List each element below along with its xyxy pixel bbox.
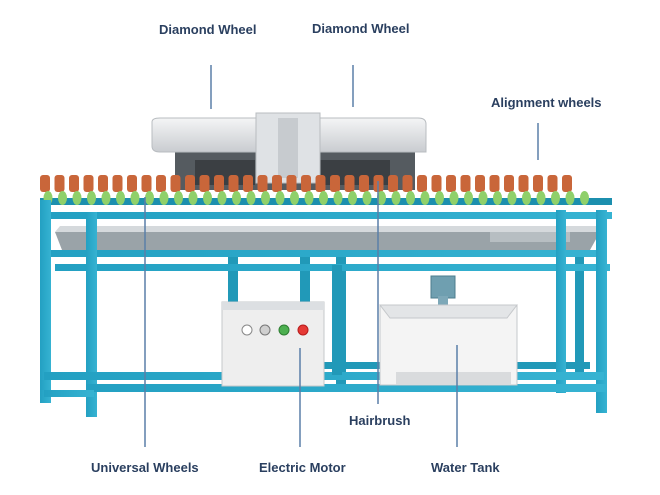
orange-roller	[344, 175, 355, 192]
green-roller	[565, 191, 575, 205]
label-water-tank: Water Tank	[431, 460, 500, 475]
orange-roller	[315, 175, 326, 192]
orange-roller	[489, 175, 500, 192]
green-roller	[130, 191, 140, 205]
green-roller	[290, 191, 299, 205]
green-roller	[522, 191, 531, 205]
orange-roller	[330, 175, 340, 192]
label-diamond-wheel-right: Diamond Wheel	[312, 21, 410, 36]
green-roller	[58, 191, 67, 205]
orange-roller	[272, 175, 282, 192]
orange-roller	[127, 175, 137, 192]
green-roller	[391, 191, 401, 205]
green-roller	[261, 191, 270, 205]
orange-roller	[504, 175, 514, 192]
green-roller	[116, 191, 125, 205]
label-hairbrush: Hairbrush	[349, 413, 411, 428]
orange-roller	[40, 175, 50, 192]
green-roller	[232, 191, 241, 205]
green-roller	[551, 191, 560, 205]
orange-roller	[214, 175, 224, 192]
label-alignment-wheels: Alignment wheels	[491, 95, 602, 110]
label-diamond-wheel-left: Diamond Wheel	[159, 22, 257, 37]
leader-lines	[144, 65, 539, 447]
green-roller	[87, 191, 96, 205]
orange-roller	[83, 175, 94, 192]
orange-roller	[286, 175, 297, 192]
label-universal-wheels: Universal Wheels	[91, 460, 199, 475]
orange-roller	[170, 175, 181, 192]
orange-roller	[141, 175, 152, 192]
orange-roller	[460, 175, 471, 192]
orange-roller-row	[40, 175, 572, 192]
green-roller	[275, 191, 285, 205]
orange-roller	[112, 175, 123, 192]
green-roller	[203, 191, 212, 205]
orange-roller	[388, 175, 398, 192]
orange-roller	[257, 175, 268, 192]
orange-roller	[156, 175, 166, 192]
orange-roller	[301, 175, 311, 192]
orange-roller	[417, 175, 427, 192]
green-roller	[435, 191, 444, 205]
orange-roller	[243, 175, 253, 192]
orange-roller	[518, 175, 529, 192]
green-roller	[362, 191, 372, 205]
green-roller	[420, 191, 430, 205]
table-deck	[55, 226, 600, 250]
green-roller	[377, 191, 386, 205]
green-roller	[406, 191, 415, 205]
green-roller	[145, 191, 154, 205]
green-roller	[507, 191, 517, 205]
green-roller	[101, 191, 111, 205]
orange-roller	[199, 175, 210, 192]
green-roller	[174, 191, 183, 205]
orange-roller	[533, 175, 543, 192]
green-roller	[319, 191, 328, 205]
water-tank-unit	[378, 275, 519, 386]
orange-roller	[228, 175, 239, 192]
green-roller	[493, 191, 502, 205]
orange-roller	[446, 175, 456, 192]
green-roller	[246, 191, 256, 205]
green-roller	[348, 191, 357, 205]
green-roller	[217, 191, 227, 205]
green-roller	[464, 191, 473, 205]
orange-roller	[547, 175, 558, 192]
orange-roller	[359, 175, 369, 192]
green-roller	[580, 191, 589, 205]
green-roller	[449, 191, 459, 205]
green-roller	[333, 191, 343, 205]
green-roller	[188, 191, 198, 205]
orange-roller	[69, 175, 79, 192]
orange-roller	[475, 175, 485, 192]
green-roller	[536, 191, 546, 205]
orange-roller	[402, 175, 413, 192]
green-roller	[304, 191, 314, 205]
orange-roller	[562, 175, 572, 192]
green-roller-row	[43, 191, 589, 205]
orange-roller	[185, 175, 195, 192]
green-roller	[478, 191, 488, 205]
label-electric-motor: Electric Motor	[259, 460, 346, 475]
orange-roller	[98, 175, 108, 192]
orange-roller	[54, 175, 65, 192]
electric-motor-cabinet	[221, 301, 325, 387]
green-roller	[72, 191, 82, 205]
orange-roller	[431, 175, 442, 192]
hairbrush-assembly	[332, 265, 342, 375]
green-roller	[159, 191, 169, 205]
